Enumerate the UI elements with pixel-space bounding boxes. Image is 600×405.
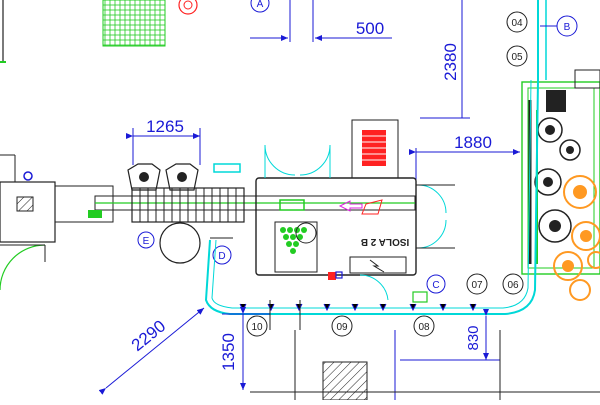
svg-text:07: 07	[471, 280, 483, 291]
station-10: 10	[246, 315, 268, 337]
grid-ref-d: D	[212, 245, 232, 265]
drive-roller	[159, 222, 201, 264]
orange-starwheels	[553, 175, 600, 301]
machine-label: ISOLA 2 B	[361, 236, 410, 247]
dim-label-830: 830	[465, 325, 482, 350]
green-grid-block	[102, 0, 166, 47]
svg-text:05: 05	[511, 52, 523, 63]
dimension-1880: 1880	[409, 133, 520, 180]
dimension-1350: 1350	[219, 307, 270, 390]
station-07: 07	[466, 273, 488, 295]
grid-ref-a: A	[250, 0, 270, 13]
svg-text:C: C	[432, 280, 439, 291]
station-06: 06	[502, 273, 524, 295]
dim-label-1350: 1350	[219, 333, 238, 371]
svg-text:B: B	[564, 22, 571, 33]
dim-label-1265: 1265	[146, 117, 184, 136]
dimension-500: 500	[250, 0, 392, 42]
dimension-1265: 1265	[126, 117, 201, 165]
station-09: 09	[331, 315, 353, 337]
grid-ref-c: C	[426, 274, 446, 294]
svg-text:06: 06	[507, 280, 519, 291]
capper-head-2	[165, 163, 199, 191]
cyan-door-arcs	[264, 144, 447, 301]
svg-text:09: 09	[336, 322, 348, 333]
rotary-filler-machine	[521, 69, 600, 275]
svg-text:10: 10	[251, 322, 263, 333]
capper-head-1	[127, 163, 161, 191]
svg-text:04: 04	[511, 18, 523, 29]
isola-2b-machine: ISOLA 2 B	[255, 119, 417, 280]
bottle-capper-unit	[127, 163, 245, 223]
dim-label-2380: 2380	[441, 43, 460, 81]
conveyor-guide-marks	[239, 303, 477, 312]
svg-text:A: A	[257, 0, 264, 10]
svg-text:08: 08	[418, 322, 430, 333]
hatched-column	[322, 361, 368, 401]
dimension-830: 830	[400, 309, 500, 361]
station-04: 04	[506, 11, 528, 33]
grid-ref-e: E	[137, 231, 155, 249]
red-valve-icon	[178, 0, 198, 15]
dimension-2290: 2290	[98, 307, 205, 395]
dim-label-1880: 1880	[454, 133, 492, 152]
dim-label-2290: 2290	[128, 316, 169, 355]
svg-text:E: E	[143, 236, 150, 247]
station-05: 05	[506, 45, 528, 67]
return-conveyor	[204, 79, 539, 315]
left-infeed-machine	[0, 154, 114, 291]
dim-label-500: 500	[356, 19, 384, 38]
dimension-2380: 2380	[420, 0, 470, 119]
station-08: 08	[413, 315, 435, 337]
grid-ref-b: B	[556, 15, 578, 37]
svg-text:D: D	[218, 251, 225, 262]
